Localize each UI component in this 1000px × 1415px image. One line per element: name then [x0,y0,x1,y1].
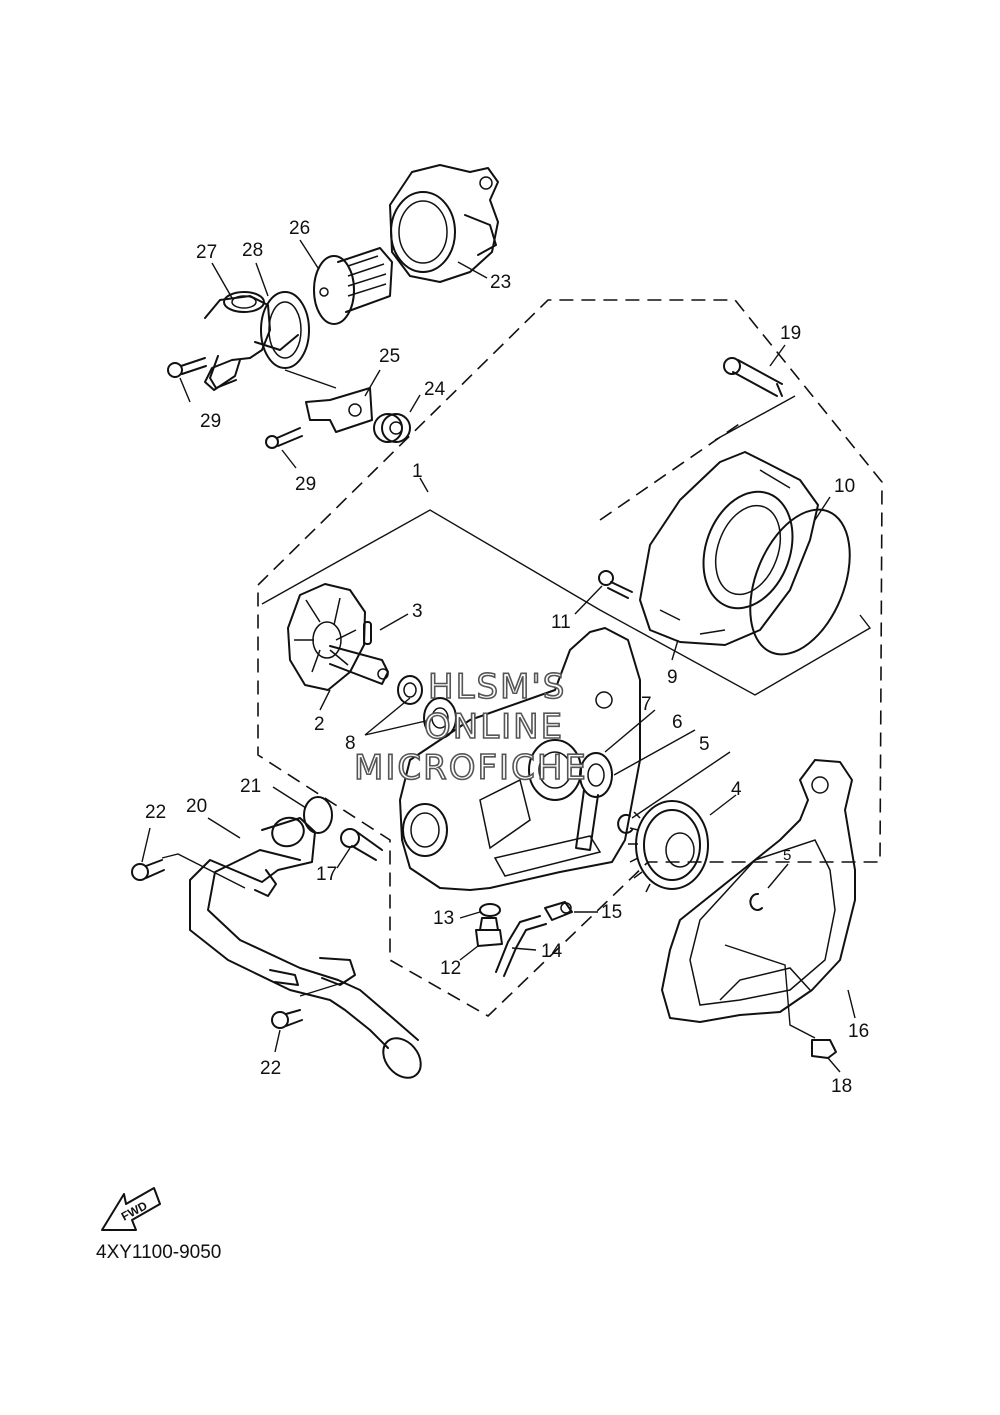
circlip-5-lower [749,892,763,911]
thermostat-cover-27 [204,291,299,391]
thermostat-26 [313,247,393,325]
callout-16: 16 [848,1021,869,1042]
callout-12: 12 [440,958,461,979]
callout-11: 11 [551,612,571,633]
impeller-2 [287,583,389,691]
callout-8: 8 [345,733,356,754]
callout-2: 2 [314,714,325,735]
callout-24: 24 [424,379,446,400]
callout-3: 3 [412,601,423,622]
watermark-line-2: ONLINE [424,707,564,747]
bolt-29-upper [167,357,207,378]
seal-8-a [397,675,423,705]
gasket-28 [260,291,310,369]
fwd-arrow-icon: FWD [101,1187,161,1231]
thermostat-housing-23 [389,164,499,283]
callout-10: 10 [834,476,855,497]
callout-4: 4 [731,779,742,800]
bolt-22-upper [131,859,165,881]
callout-27: 27 [196,242,217,263]
plug-18 [811,1039,837,1059]
callout-29-lower: 29 [295,474,316,495]
callout-22-lower: 22 [260,1058,281,1079]
watermark-line-1: HLSM'S [428,667,566,707]
o-ring-10 [749,508,851,656]
callout-5-lower: 5 [783,847,791,864]
watermark-line-3: MICROFICHE [354,748,588,788]
drive-gear-6 [575,752,613,851]
gasket-16 [661,759,856,1023]
gasket-13 [479,903,501,917]
callout-26: 26 [289,218,310,239]
fitting-15 [544,901,573,921]
callout-25: 25 [379,346,400,367]
callout-29-upper: 29 [200,411,221,432]
callout-9: 9 [667,667,678,688]
drain-plug-12 [475,917,503,947]
callout-14: 14 [541,941,563,962]
pin-3 [363,621,372,645]
callout-21: 21 [240,776,261,797]
callout-19: 19 [780,323,801,344]
callout-22-upper: 22 [145,802,166,823]
watermark: HLSM'S ONLINE MICROFICHE [353,666,588,789]
callout-17: 17 [316,864,337,885]
bolt-17 [340,828,383,861]
callout-15: 15 [601,902,622,923]
bracket-25 [305,387,373,433]
grommet-24 [373,413,411,443]
callout-20: 20 [186,796,207,817]
circlip-5-upper [617,813,633,834]
callout-28: 28 [242,240,263,261]
bolt-22-lower [271,1009,303,1029]
gear-4 [628,800,709,893]
callout-6: 6 [672,712,683,733]
callout-23: 23 [490,272,511,293]
pump-cover-9 [639,451,819,646]
inner-group-outline [599,419,746,521]
water-pipe-20 [189,816,422,1079]
bolt-11 [598,570,633,599]
callout-numbers: 1 2 3 4 5 5 6 7 8 9 10 11 12 13 14 15 16… [145,218,869,1097]
hose-14 [495,915,547,977]
callout-13: 13 [433,908,454,929]
seal-8-b [423,697,457,739]
callout-18: 18 [831,1076,852,1097]
fwd-label: FWD [119,1198,150,1223]
callout-1: 1 [412,461,423,482]
bolt-19 [723,357,783,397]
callout-leaders [141,239,856,1073]
callout-7: 7 [641,694,652,715]
diagram-code: 4XY1100-9050 [96,1242,222,1263]
o-ring-21 [303,796,333,834]
bolt-29-lower [265,427,303,449]
callout-5-upper: 5 [699,734,710,755]
